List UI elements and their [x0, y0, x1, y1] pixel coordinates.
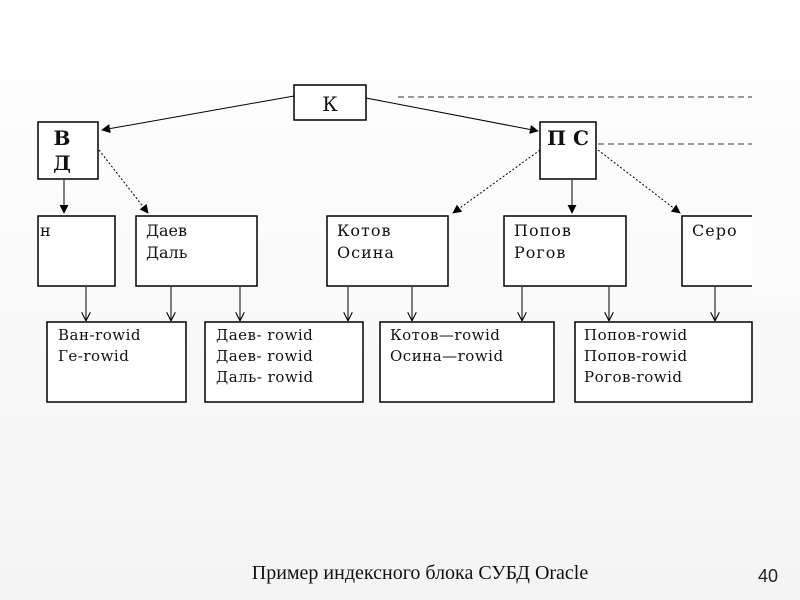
data-block-1-line-2: Ге-rowid: [58, 347, 129, 365]
data-block-4-line-3: Рогов-rowid: [584, 368, 682, 386]
arrow-right-inner-to-leaf3: [452, 149, 541, 214]
leaf-node-2-line-2: Даль: [146, 243, 188, 262]
data-block-2-line-1: Даев- rowid: [216, 326, 313, 344]
root-node: К: [293, 84, 367, 121]
data-block-2-line-3: Даль- rowid: [216, 368, 314, 386]
data-block-4-line-1: Попов-rowid: [584, 326, 688, 344]
page-number: 40: [757, 566, 778, 586]
arrow-root-to-right: [365, 97, 539, 134]
data-block-4-line-2: Попов-rowid: [584, 347, 688, 365]
leaf-node-4-line-2: Рогов: [514, 243, 566, 262]
data-block-3: Котов—rowid Осина—rowid: [379, 321, 555, 403]
data-block-3-line-1: Котов—rowid: [390, 326, 500, 344]
data-block-3-line-2: Осина—rowid: [390, 347, 504, 365]
leaf-node-3-line-2: Осина: [337, 243, 395, 262]
arrow-root-to-left: [101, 95, 295, 134]
data-block-2: Даев- rowid Даев- rowid Даль- rowid: [204, 321, 364, 403]
leaf-node-3-line-1: Котов: [337, 221, 392, 240]
data-block-2-line-2: Даев- rowid: [216, 347, 313, 365]
left-inner-line-1: В: [54, 126, 71, 150]
leaf-node-4: Попов Рогов: [503, 215, 627, 287]
leaf-node-2-line-1: Даев: [146, 221, 187, 240]
right-inner-node: П С: [539, 121, 597, 180]
leaf-node-4-line-1: Попов: [514, 221, 572, 240]
arrow-right-inner-to-leaf5: [597, 149, 681, 214]
data-block-4: Попов-rowid Попов-rowid Рогов-rowid: [574, 321, 753, 403]
left-inner-line-2: Д: [53, 151, 71, 175]
right-inner-line-1: П С: [547, 126, 589, 150]
leaf-node-5-line-1: Серо: [692, 221, 738, 240]
slide-caption: Пример индексного блока СУБД Oracle: [251, 562, 589, 584]
leaf-node-1-line-1: н: [40, 221, 51, 240]
left-inner-node: В Д: [37, 121, 99, 180]
data-block-1: Ван-rowid Ге-rowid: [46, 321, 187, 403]
root-node-label: К: [322, 92, 338, 116]
leaf-node-3: Котов Осина: [326, 215, 449, 287]
leaf-node-2: Даев Даль: [135, 215, 258, 287]
leaf-node-1: н: [37, 215, 116, 287]
data-block-1-line-1: Ван-rowid: [58, 326, 141, 344]
arrow-left-inner-to-leaf2: [98, 149, 149, 214]
